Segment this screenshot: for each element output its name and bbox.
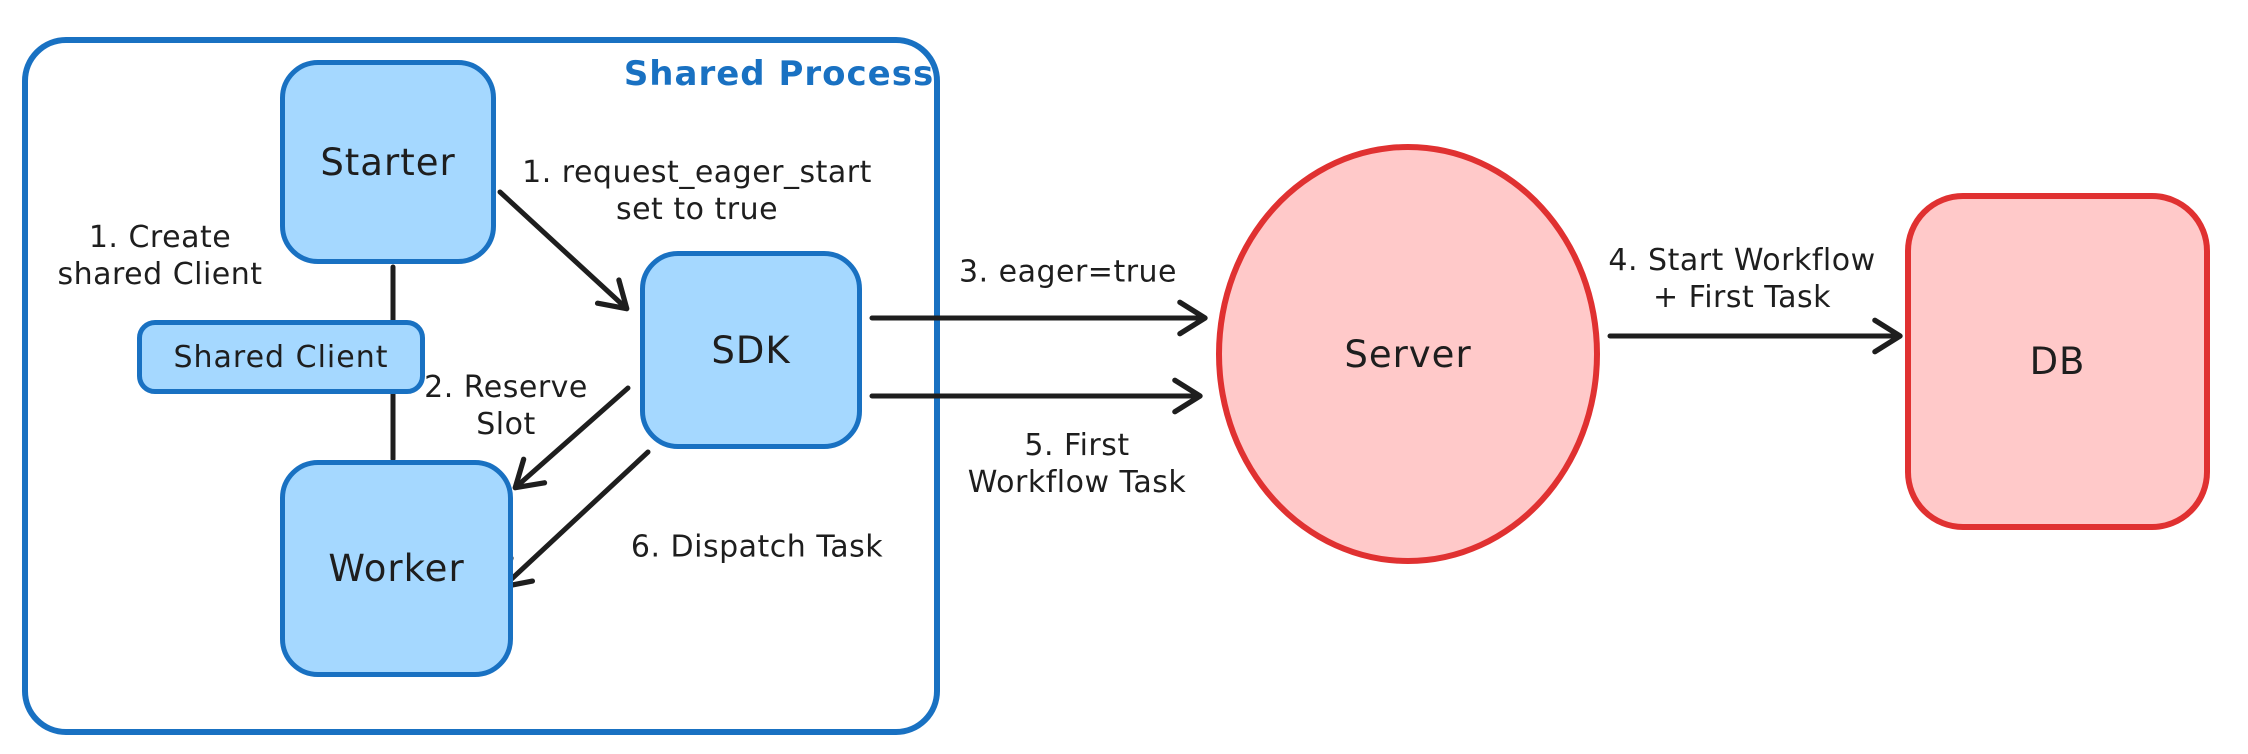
annotation-request-eager-start-line1: 1. request_eager_start [522,154,872,190]
annotation-first-workflow-task: 5. First Workflow Task [968,427,1187,501]
annotation-create-shared-client-line1: 1. Create [88,219,232,255]
db-node: DB [1905,193,2210,530]
annotation-create-shared-client: 1. Create shared Client [57,219,262,293]
annotation-eager-true: 3. eager=true [958,254,1178,290]
starter-node: Starter [280,60,496,264]
annotation-start-workflow-line2: + First Task [1652,280,1832,315]
annotation-request-eager-start: 1. request_eager_start set to true [522,154,872,228]
annotation-reserve-slot-line2: Slot [476,407,536,442]
starter-label: Starter [320,140,456,184]
shared-client-label: Shared Client [173,339,389,375]
shared-client-node: Shared Client [137,320,425,394]
worker-node: Worker [280,460,513,677]
annotation-create-shared-client-line2: shared Client [57,257,263,292]
annotation-start-workflow-line1: 4. Start Workflow [1608,242,1876,278]
server-node: Server [1216,144,1600,564]
annotation-dispatch-task: 6. Dispatch Task [630,529,884,565]
annotation-reserve-slot: 2. Reserve Slot [424,369,588,443]
annotation-first-workflow-task-line2: Workflow Task [967,465,1187,500]
sdk-node: SDK [640,251,862,449]
server-label: Server [1344,332,1472,376]
annotation-first-workflow-task-line1: 5. First [1024,427,1130,463]
worker-label: Worker [328,547,465,590]
db-label: DB [2029,340,2086,383]
annotation-start-workflow: 4. Start Workflow + First Task [1608,242,1875,316]
annotation-request-eager-start-line2: set to true [615,192,779,227]
annotation-reserve-slot-line1: 2. Reserve [424,369,588,405]
shared-process-container [22,37,940,735]
shared-process-title: Shared Process [623,53,935,94]
sdk-label: SDK [711,328,791,372]
